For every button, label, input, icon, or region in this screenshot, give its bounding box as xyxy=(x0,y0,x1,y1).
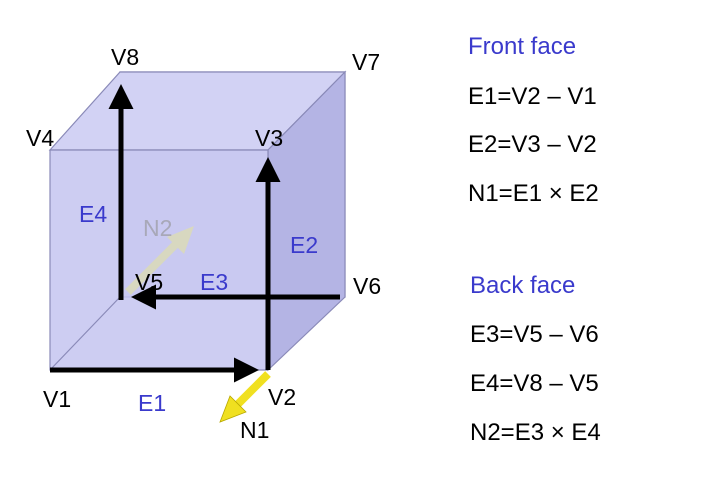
vertex-label-v4: V4 xyxy=(26,125,54,151)
edge-label-e1: E1 xyxy=(138,390,166,416)
equation-n1: N1=E1 × E2 xyxy=(468,180,599,207)
normal-label-n1: N1 xyxy=(240,417,269,443)
equation-e1: E1=V2 – V1 xyxy=(468,83,597,110)
normal-n2-arrow xyxy=(125,226,194,295)
vertex-label-v2: V2 xyxy=(268,384,296,410)
vertex-label-v1: V1 xyxy=(43,386,71,412)
vertex-label-v7: V7 xyxy=(352,49,380,75)
vertex-label-v3: V3 xyxy=(255,125,283,151)
equation-n2: N2=E3 × E4 xyxy=(470,419,601,446)
edge-label-e3: E3 xyxy=(200,269,228,295)
equation-e3: E3=V5 – V6 xyxy=(470,321,599,348)
vertex-label-v5: V5 xyxy=(135,269,163,295)
back-face-title: Back face xyxy=(470,272,576,299)
normal-label-n2: N2 xyxy=(143,215,172,241)
edge-label-e4: E4 xyxy=(79,201,107,227)
vertex-label-v6: V6 xyxy=(353,273,381,299)
edge-label-e2: E2 xyxy=(290,232,318,258)
front-face-title: Front face xyxy=(468,33,577,60)
cube-hidden-edge xyxy=(49,296,121,371)
equation-e4: E4=V8 – V5 xyxy=(470,370,599,397)
normal-n1-arrow xyxy=(219,371,271,423)
equation-e2: E2=V3 – V2 xyxy=(468,131,597,158)
vertex-label-v8: V8 xyxy=(111,44,139,70)
